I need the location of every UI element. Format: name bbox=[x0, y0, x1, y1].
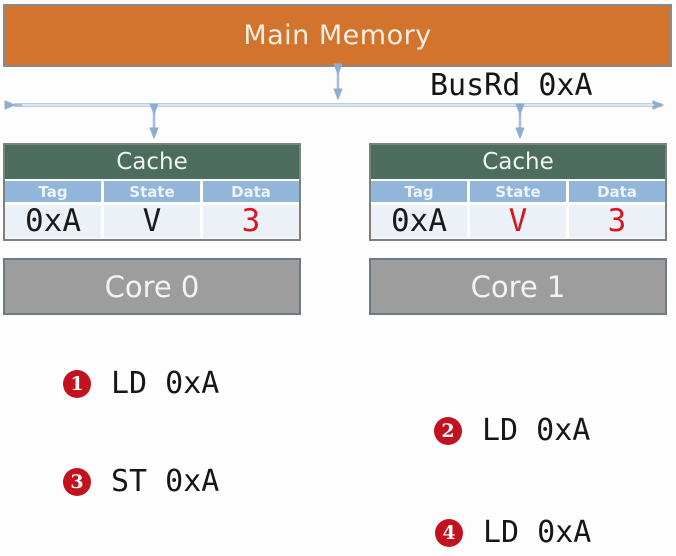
operation-1-badge: 1 bbox=[63, 370, 91, 398]
operation-1-row: 1 LD 0xA bbox=[63, 369, 219, 399]
operation-3-label: ST 0xA bbox=[111, 464, 220, 499]
cache-0-cell-tag: 0xA bbox=[5, 205, 101, 238]
cache-0-header-state: State bbox=[104, 181, 200, 202]
core-1-label: Core 1 bbox=[470, 269, 566, 304]
operation-4-badge: 4 bbox=[435, 519, 463, 547]
cache-0-cell-state: V bbox=[104, 205, 200, 238]
cache-0-table: Tag State Data 0xA V 3 bbox=[5, 181, 299, 238]
operation-4-label: LD 0xA bbox=[483, 515, 592, 550]
cache-1-header-state: State bbox=[470, 181, 566, 202]
cache-1-cell-state: V bbox=[470, 205, 566, 238]
bus-transaction-label: BusRd 0xA bbox=[430, 68, 593, 103]
cache-0-title: Cache bbox=[5, 145, 299, 181]
core-1-box: Core 1 bbox=[369, 258, 667, 315]
cache-1-cell-tag: 0xA bbox=[371, 205, 467, 238]
operation-3-row: 3 ST 0xA bbox=[63, 467, 219, 497]
bus-arrows-graphic bbox=[0, 0, 676, 150]
core-0-label: Core 0 bbox=[104, 269, 200, 304]
cache-0-header-data: Data bbox=[203, 181, 299, 202]
core-0-box: Core 0 bbox=[3, 258, 301, 315]
cache-1-cell-data: 3 bbox=[569, 205, 665, 238]
operation-2-row: 2 LD 0xA bbox=[434, 416, 590, 446]
cache-1-header-tag: Tag bbox=[371, 181, 467, 202]
cache-1-table: Tag State Data 0xA V 3 bbox=[371, 181, 665, 238]
operation-3-badge: 3 bbox=[63, 468, 91, 496]
cache-0-cell-data: 3 bbox=[203, 205, 299, 238]
cache-0-block: Cache Tag State Data 0xA V 3 bbox=[3, 143, 301, 241]
main-memory-label: Main Memory bbox=[243, 20, 432, 51]
main-memory-box: Main Memory bbox=[3, 4, 672, 67]
operation-1-label: LD 0xA bbox=[111, 366, 220, 401]
operation-4-row: 4 LD 0xA bbox=[435, 518, 591, 548]
cache-0-header-tag: Tag bbox=[5, 181, 101, 202]
operation-2-badge: 2 bbox=[434, 417, 462, 445]
cache-1-header-data: Data bbox=[569, 181, 665, 202]
cache-1-title: Cache bbox=[371, 145, 665, 181]
cache-1-block: Cache Tag State Data 0xA V 3 bbox=[369, 143, 667, 241]
operation-2-label: LD 0xA bbox=[482, 413, 591, 448]
